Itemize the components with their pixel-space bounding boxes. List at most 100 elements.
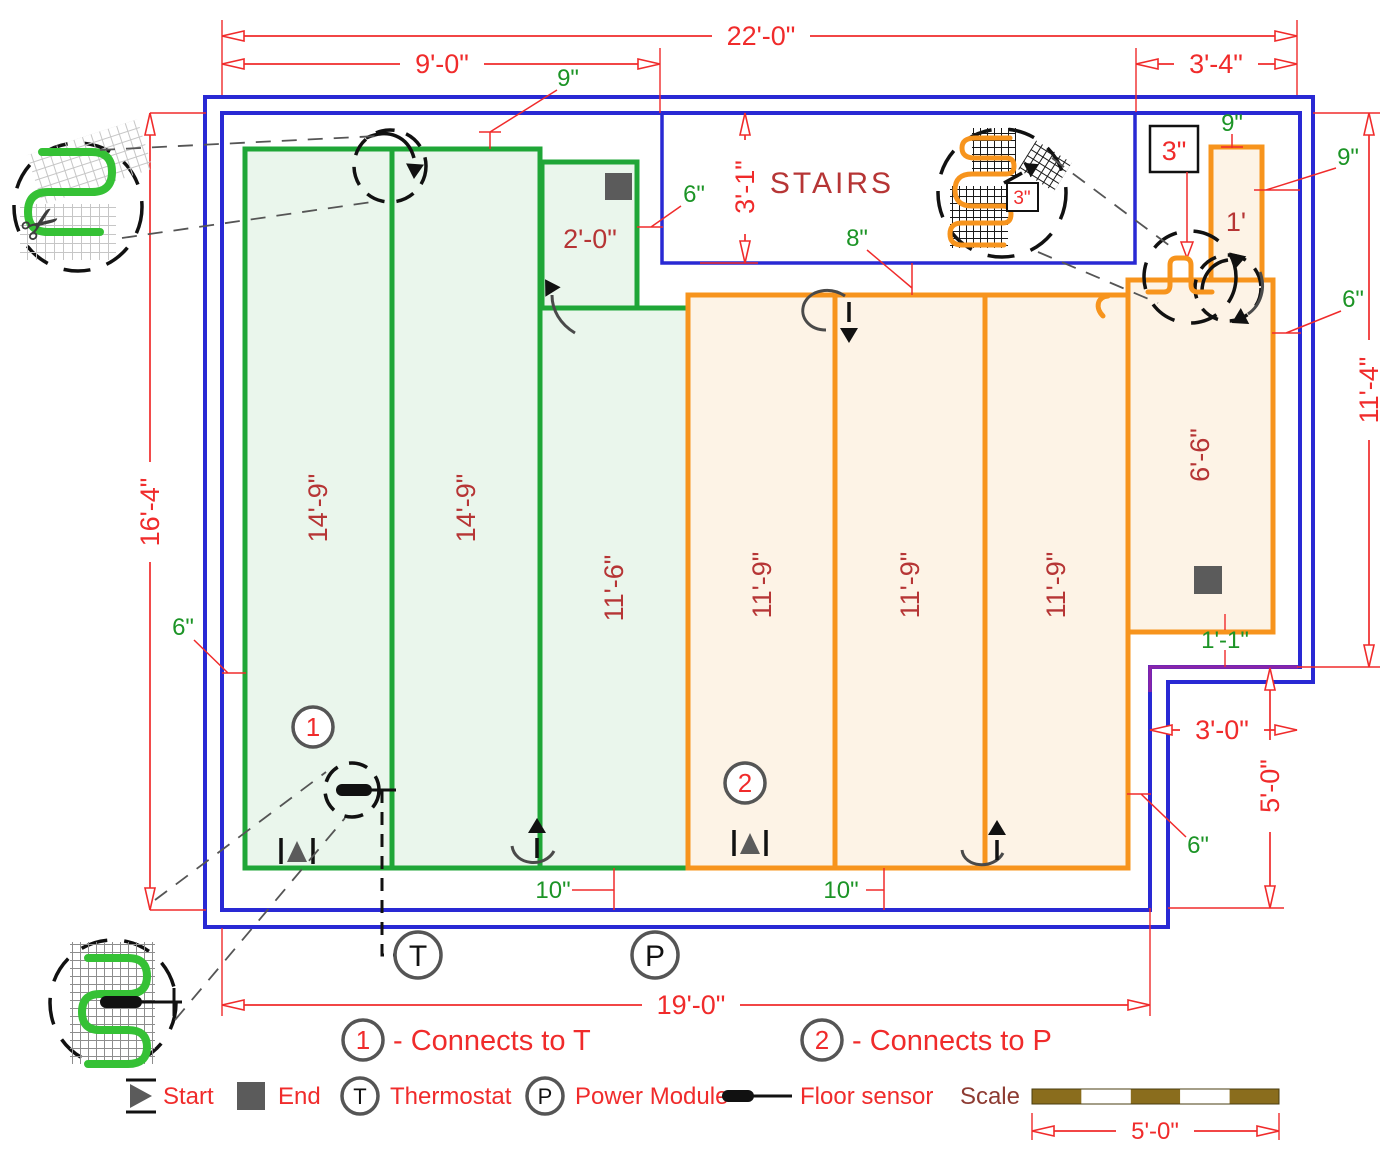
dim-overall-width: 22'-0" bbox=[727, 21, 796, 51]
detail-leader-lines bbox=[1037, 157, 1171, 304]
legend-power-module-label: Power Module bbox=[575, 1083, 728, 1110]
zone2-number: 2 bbox=[738, 768, 752, 798]
heating-cable bbox=[23, 148, 117, 236]
legend-thermostat-label: Thermostat bbox=[390, 1083, 512, 1110]
dimensions: 22'-0" 9'-0" 3'-4" 16'-4" 11'-4" 3'-1" 1… bbox=[135, 20, 1384, 1140]
gap-strip-top: 9" bbox=[1221, 110, 1243, 137]
power-module-symbol: P bbox=[630, 930, 680, 980]
svg-text:P: P bbox=[645, 940, 665, 973]
end-icon bbox=[605, 173, 632, 200]
zone2-badge: 2 bbox=[723, 761, 767, 805]
heating-cable bbox=[77, 954, 152, 1068]
dim-stairs-depth: 3'-1" bbox=[730, 160, 760, 214]
mat-zone2-e bbox=[832, 292, 988, 871]
turn-arrow-icon bbox=[545, 279, 576, 335]
legend-start-label: Start bbox=[163, 1083, 214, 1110]
floor-sensor-icon bbox=[336, 784, 372, 796]
floor-sensor-icon bbox=[722, 1090, 792, 1102]
outer-wall bbox=[203, 95, 1315, 929]
dim-heated-width: 19'-0" bbox=[657, 990, 726, 1020]
cable-bump bbox=[1145, 255, 1215, 295]
mat-label: 14'-9" bbox=[451, 474, 481, 543]
zone1-note-badge bbox=[341, 1018, 385, 1062]
dim-height-left: 16'-4" bbox=[135, 478, 165, 547]
gap-top: 9" bbox=[557, 65, 579, 92]
building-walls bbox=[203, 95, 1315, 929]
end-icon bbox=[1194, 566, 1222, 594]
start-icon bbox=[279, 838, 315, 864]
gap-bottom-left-mat: 10" bbox=[535, 877, 570, 904]
black-arrowhead bbox=[1023, 162, 1039, 178]
mat-mesh bbox=[26, 119, 154, 205]
notch-purple-line bbox=[1148, 665, 1298, 692]
detail-circle bbox=[936, 127, 1068, 259]
legend-floor-sensor-label: Floor sensor bbox=[800, 1083, 933, 1110]
detail-circle bbox=[12, 141, 144, 273]
legend-scale-label: Scale bbox=[960, 1083, 1020, 1110]
mat-cut-detail: ✂ bbox=[10, 119, 154, 273]
stairs-label: STAIRS bbox=[770, 167, 894, 200]
mat-label: 6'-6" bbox=[1185, 428, 1215, 482]
zone2-mats: 11'-9" 11'-9" 11'-9" 6'-6" 1' 2 bbox=[685, 144, 1276, 871]
zone1-mats: 14'-9" 14'-9" 11'-6" 2'-0" 1 bbox=[242, 146, 691, 871]
gap-stairs-bottom: 8" bbox=[846, 225, 868, 252]
zone1-badge: 1 bbox=[291, 705, 335, 749]
mat-hatch bbox=[950, 186, 1008, 248]
dim-notch-width: 3'-0" bbox=[1195, 715, 1249, 745]
mat-label: 11'-9" bbox=[1041, 552, 1071, 619]
dim-left-section: 9'-0" bbox=[415, 49, 469, 79]
mat-zone2-f bbox=[982, 292, 1131, 871]
gap-strip-right: 9" bbox=[1337, 144, 1359, 171]
power-module-icon: P bbox=[525, 1076, 565, 1116]
gap-left: 6" bbox=[172, 614, 194, 641]
detail-offset-value: 3" bbox=[1013, 188, 1030, 209]
zone-notes: 1 - Connects to T 2 - Connects to P bbox=[341, 1018, 1052, 1062]
mat-label: 14'-9" bbox=[303, 474, 333, 543]
mat-zone1-b bbox=[389, 146, 543, 871]
floor-sensor-detail bbox=[48, 938, 182, 1068]
zone2-note-text: - Connects to P bbox=[852, 1025, 1052, 1057]
mat-hatch bbox=[972, 128, 1016, 176]
mat-label: 11'-9" bbox=[895, 552, 925, 619]
gap-bottom-right-mat: 10" bbox=[823, 877, 858, 904]
end-icon bbox=[237, 1082, 265, 1110]
thermostat-symbol: T bbox=[393, 930, 443, 980]
gap-stairs-left: 6" bbox=[683, 181, 705, 208]
legend: Start End T Thermostat P Power Module Fl… bbox=[126, 1076, 1280, 1145]
zone1-note-number: 1 bbox=[356, 1025, 370, 1055]
cable-bump-detail bbox=[1142, 229, 1238, 325]
heating-cable bbox=[947, 135, 1017, 248]
cable-offset-value: 3" bbox=[1162, 136, 1187, 166]
stairs-partition bbox=[660, 113, 1137, 265]
mat-label: 11'-6" bbox=[599, 555, 629, 622]
scale-bar bbox=[1031, 1088, 1280, 1105]
cable-hook bbox=[1095, 293, 1111, 319]
start-icon bbox=[732, 830, 768, 856]
gap-notch-side: 6" bbox=[1187, 832, 1209, 859]
detail-offset-box bbox=[1006, 182, 1039, 212]
mat-label: 11'-9" bbox=[747, 552, 777, 619]
red-arrowhead bbox=[1179, 241, 1195, 261]
detail-leader-lines bbox=[154, 771, 346, 1021]
detail-circle bbox=[1142, 229, 1238, 325]
start-icon bbox=[126, 1078, 156, 1114]
sensor-and-devices: T P bbox=[323, 761, 680, 980]
zone2-note-number: 2 bbox=[815, 1025, 829, 1055]
turn-arrow-icon bbox=[960, 820, 1006, 867]
detail-leader-lines bbox=[99, 135, 379, 239]
dim-notch-height: 5'-0" bbox=[1255, 759, 1285, 813]
gap-notch-top: 1'-1" bbox=[1201, 627, 1249, 654]
cable-offset-box bbox=[1148, 124, 1200, 174]
zone2-note-badge bbox=[800, 1018, 844, 1062]
svg-text:T: T bbox=[353, 1084, 366, 1109]
floor-sensor-icon bbox=[100, 996, 142, 1008]
gap-right: 6" bbox=[1342, 286, 1364, 313]
turn-arrow-icon bbox=[801, 288, 858, 343]
dim-height-right: 11'-4" bbox=[1354, 357, 1384, 424]
cut-mat-piece bbox=[1018, 140, 1072, 192]
cable-offset-callout: 3" bbox=[1148, 124, 1200, 261]
mat-label-strip: 1' bbox=[1226, 207, 1246, 237]
svg-text:T: T bbox=[409, 940, 427, 973]
